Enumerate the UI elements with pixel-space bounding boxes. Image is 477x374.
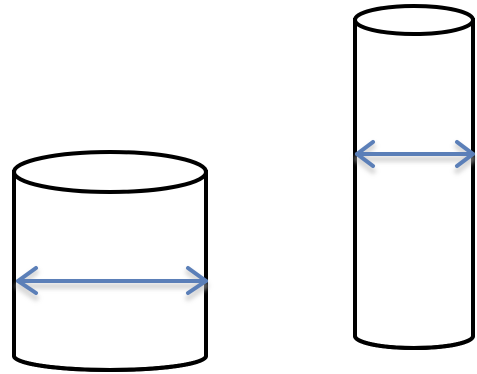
- short-cylinder-body: [14, 172, 206, 370]
- short-wide-cylinder: [14, 152, 206, 370]
- tall-cylinder-top-ellipse: [355, 6, 473, 34]
- tall-narrow-cylinder: [355, 6, 473, 348]
- short-cylinder-top-ellipse: [14, 152, 206, 192]
- tall-cylinder-body: [355, 20, 473, 348]
